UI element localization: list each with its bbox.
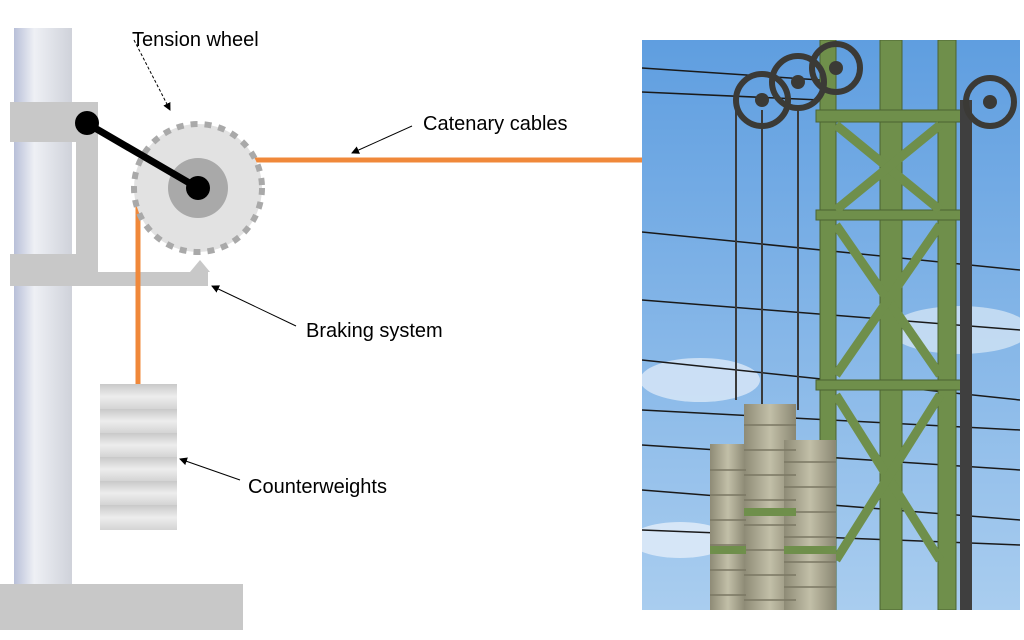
bracket-bottom — [10, 254, 98, 286]
bracket-vertical — [76, 140, 98, 258]
counterweights-label: Counterweights — [248, 476, 387, 498]
concrete-weights — [710, 404, 836, 610]
braking-system-label: Braking system — [306, 320, 443, 342]
catenary-pointer — [351, 125, 413, 154]
braking-pointer — [211, 285, 297, 327]
tension-wheel-pointer — [133, 39, 171, 111]
tension-arm — [84, 120, 202, 192]
pole-base — [0, 584, 243, 630]
brake-shoe — [190, 260, 210, 272]
arm-pivot — [75, 111, 99, 135]
tension-wheel-label: Tension wheel — [132, 29, 259, 51]
schematic: Tension wheel Catenary cables Braking sy… — [0, 28, 642, 630]
counterweights-pointer — [179, 457, 241, 481]
catenary-cables-label: Catenary cables — [423, 113, 568, 135]
counterweight-stack-icon — [100, 384, 177, 530]
photo-tower-icon — [642, 40, 1020, 610]
brake-arm — [96, 272, 208, 286]
